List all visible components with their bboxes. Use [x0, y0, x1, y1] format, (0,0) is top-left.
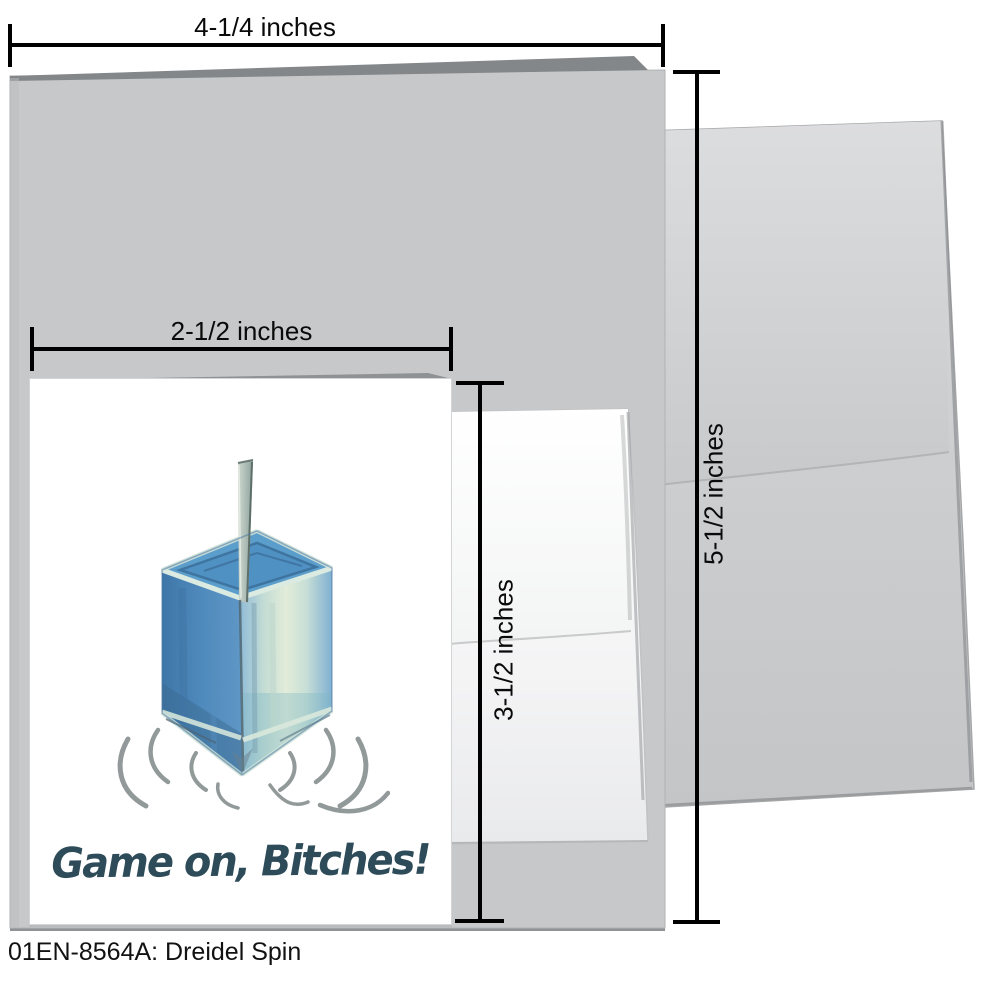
dimension-line [30, 347, 453, 351]
dimension-line [478, 381, 482, 923]
dimension-tick [456, 381, 504, 385]
spin-lines [117, 727, 390, 814]
dreidel-stem [237, 459, 254, 603]
dimension-tick [8, 24, 12, 67]
dimension-tick [449, 327, 453, 371]
dimension-tick [673, 920, 720, 924]
envelope-small [447, 408, 649, 845]
dimension-label: 3-1/2 inches [488, 579, 519, 721]
dimension-line [695, 72, 699, 924]
dimension-tick [30, 327, 34, 371]
dimension-tick [455, 919, 504, 923]
dimension-tick [673, 70, 720, 74]
dreidel-body [160, 459, 334, 777]
dimension-label: 4-1/4 inches [194, 12, 336, 42]
note-card: Game on, Bitches! [28, 366, 455, 928]
envelope-large [647, 120, 975, 809]
dimension-label: 5-1/2 inches [698, 423, 729, 565]
greeting-text: Game on, Bitches! [51, 835, 430, 889]
dimension-label: 2-1/2 inches [170, 316, 313, 346]
dreidel-icon [117, 459, 390, 814]
product-code-caption: 01EN-8564A: Dreidel Spin [8, 938, 302, 966]
note-card-face: Game on, Bitches! [29, 378, 452, 925]
dimension-line [8, 43, 665, 47]
dimension-tick [661, 24, 665, 67]
